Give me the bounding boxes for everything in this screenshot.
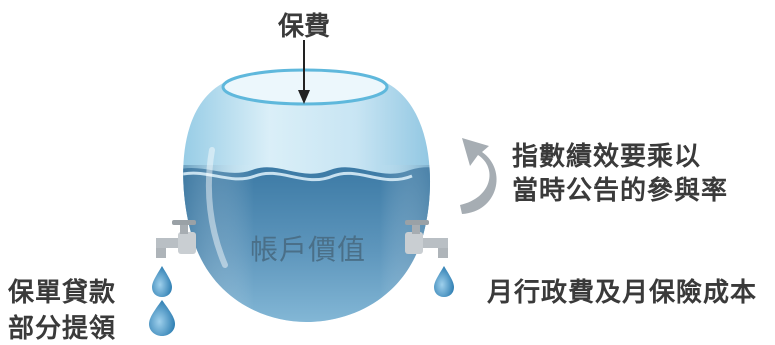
- water-drop-icon: [434, 266, 454, 297]
- policy-loan-label: 保單貸款: [8, 278, 117, 308]
- premium-label: 保費: [278, 12, 331, 42]
- monthly-fees-label: 月行政費及月保險成本: [487, 278, 758, 308]
- curved-arrow-icon: [460, 138, 497, 214]
- account-value-label: 帳戶價值: [250, 233, 367, 266]
- faucet-icon: [156, 220, 196, 258]
- participation-rate-label: 當時公告的參與率: [512, 176, 729, 206]
- faucet-icon: [405, 220, 448, 258]
- down-arrow-icon: [298, 40, 310, 104]
- index-performance-label: 指數績效要乘以: [512, 142, 702, 172]
- partial-withdrawal-label: 部分提領: [8, 314, 117, 344]
- water-drop-icon: [149, 300, 175, 336]
- water-drop-icon: [152, 266, 172, 297]
